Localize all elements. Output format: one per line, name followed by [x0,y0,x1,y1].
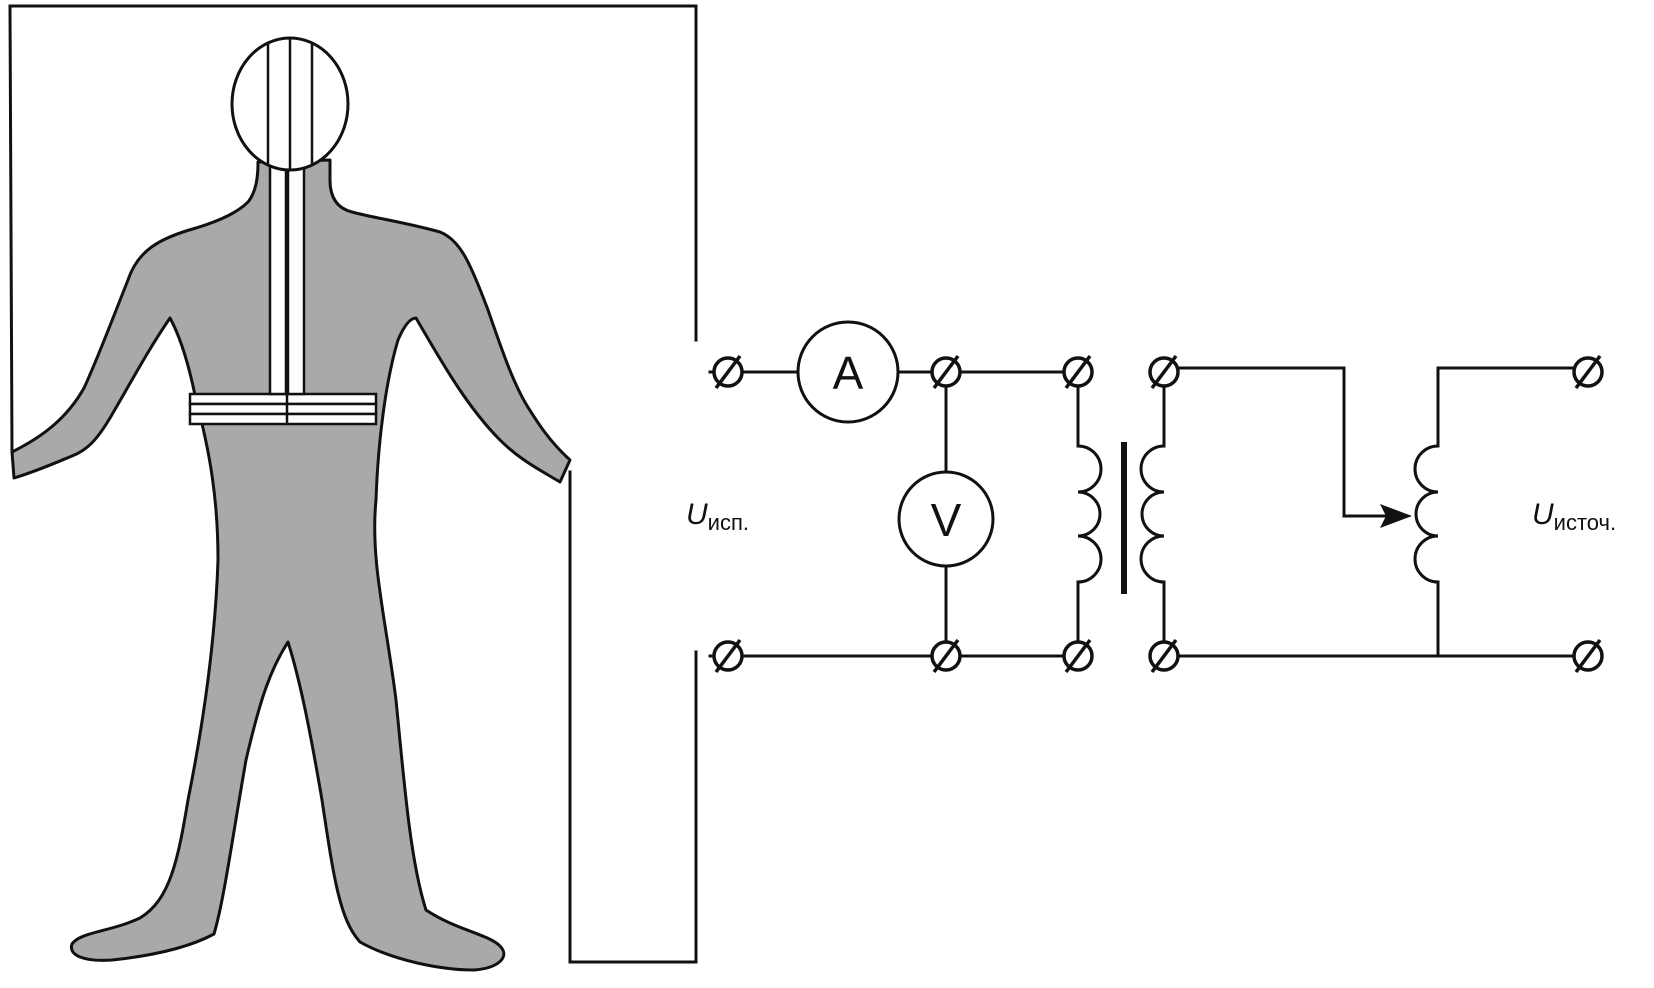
ammeter-label: A [833,347,864,399]
terminals [712,354,1604,674]
test-voltage-label: Uисп. [686,498,749,535]
terminal-secondary-bottom [1148,638,1180,674]
wire-to-wiper [1176,366,1402,518]
wire-auto-top [1436,366,1576,448]
terminal-node-top [930,354,962,390]
neck-stripe-right [286,148,306,396]
voltmeter-label: V [931,494,962,546]
voltmeter: V [897,470,995,568]
ammeter: A [796,320,900,424]
waist-band-stripe-1 [188,392,378,406]
source-voltage-subscript: источ. [1554,510,1616,535]
wire-hand-loop [568,470,698,964]
source-voltage-symbol: U [1532,498,1554,531]
waist-band-stripe-3 [188,412,378,426]
neck-stripe-left [268,148,288,396]
source-voltage-label: Uисточ. [1532,498,1616,535]
suit-body [10,158,572,972]
test-voltage-symbol: U [686,498,708,531]
terminal-test-bottom [712,638,744,674]
primary-winding [1077,444,1103,584]
voltmeter-circle [897,470,995,568]
isolation-transformer [1077,442,1165,594]
autotransformer-winding [1413,444,1439,584]
terminal-test-top [712,354,744,390]
waist-band-stripe-2 [188,402,378,416]
ammeter-circle [796,320,900,424]
wiring [8,4,1576,964]
terminal-source-top [1572,354,1604,390]
terminal-primary-top [1062,354,1094,390]
terminal-primary-bottom [1062,638,1094,674]
test-voltage-subscript: исп. [708,510,749,535]
terminal-node-bottom [930,638,962,674]
terminal-secondary-top [1148,354,1180,390]
wire-head-loop [8,4,698,454]
secondary-winding [1139,444,1165,584]
wiper-arrow-icon [1380,504,1412,528]
terminal-source-bottom [1572,638,1604,674]
suit-figure [10,36,572,972]
